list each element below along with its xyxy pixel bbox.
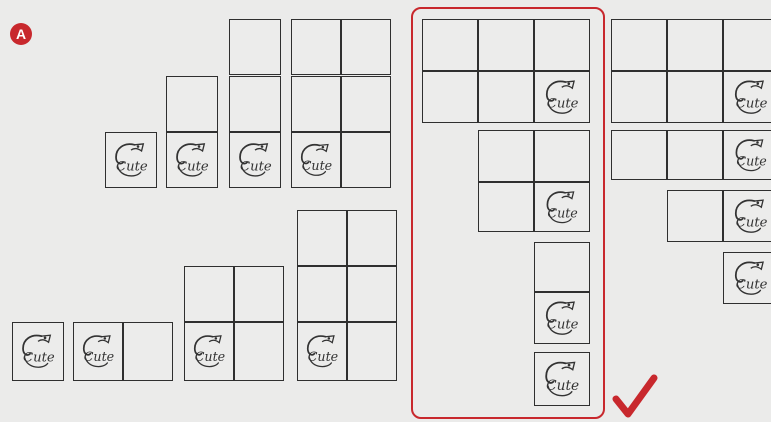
grid-cell <box>723 19 771 71</box>
mascot-cell: Cute <box>166 132 218 188</box>
chameleon-icon: Cute <box>727 194 771 238</box>
svg-text:Cute: Cute <box>195 350 225 365</box>
grid-cell <box>229 19 281 75</box>
chameleon-icon: Cute <box>727 134 771 176</box>
grid-cell <box>611 130 667 180</box>
grid-cell <box>234 322 284 381</box>
svg-text:Cute: Cute <box>177 160 209 175</box>
grid-cell <box>347 266 397 322</box>
grid-cell <box>291 19 341 75</box>
grid-cell <box>667 130 723 180</box>
grid-cell <box>297 266 347 322</box>
grid-cell <box>347 322 397 381</box>
grid-cell <box>667 19 723 71</box>
grid-cell <box>291 76 341 132</box>
mascot-cell: Cute <box>723 71 771 123</box>
mascot-cell: Cute <box>291 132 341 188</box>
svg-text:Cute: Cute <box>737 153 767 168</box>
puzzle-label-badge: A <box>10 23 32 45</box>
grid-cell <box>166 76 218 132</box>
svg-text:Cute: Cute <box>116 160 148 175</box>
mascot-cell: Cute <box>723 130 771 180</box>
mascot-cell: Cute <box>184 322 234 381</box>
mascot-cell: Cute <box>73 322 123 381</box>
chameleon-icon: Cute <box>16 326 60 376</box>
chameleon-icon: Cute <box>170 136 214 184</box>
grid-cell <box>341 132 391 188</box>
svg-text:Cute: Cute <box>308 350 338 365</box>
correct-answer-frame <box>411 7 605 419</box>
grid-cell <box>341 19 391 75</box>
grid-cell <box>297 210 347 266</box>
mascot-cell: Cute <box>229 132 281 188</box>
grid-cell <box>667 190 723 242</box>
chameleon-icon: Cute <box>295 136 337 184</box>
checkmark-icon <box>610 372 660 422</box>
svg-text:Cute: Cute <box>240 160 272 175</box>
grid-cell <box>667 71 723 123</box>
svg-text:Cute: Cute <box>23 351 55 366</box>
svg-text:Cute: Cute <box>736 216 768 231</box>
grid-cell <box>123 322 173 381</box>
chameleon-icon: Cute <box>188 326 230 376</box>
mascot-cell: Cute <box>105 132 157 188</box>
mascot-cell: Cute <box>723 252 771 304</box>
chameleon-icon: Cute <box>109 136 153 184</box>
chameleon-icon: Cute <box>727 256 771 300</box>
chameleon-icon: Cute <box>727 75 771 119</box>
grid-cell <box>184 266 234 322</box>
svg-text:Cute: Cute <box>302 158 332 173</box>
svg-text:Cute: Cute <box>84 350 114 365</box>
mascot-cell: Cute <box>12 322 64 381</box>
chameleon-icon: Cute <box>233 136 277 184</box>
svg-text:Cute: Cute <box>736 97 768 112</box>
grid-cell <box>347 210 397 266</box>
chameleon-icon: Cute <box>77 326 119 376</box>
grid-cell <box>229 76 281 132</box>
mascot-cell: Cute <box>297 322 347 381</box>
grid-cell <box>234 266 284 322</box>
grid-cell <box>611 19 667 71</box>
grid-cell <box>611 71 667 123</box>
grid-cell <box>341 76 391 132</box>
chameleon-icon: Cute <box>301 326 343 376</box>
svg-text:Cute: Cute <box>736 278 768 293</box>
mascot-cell: Cute <box>723 190 771 242</box>
